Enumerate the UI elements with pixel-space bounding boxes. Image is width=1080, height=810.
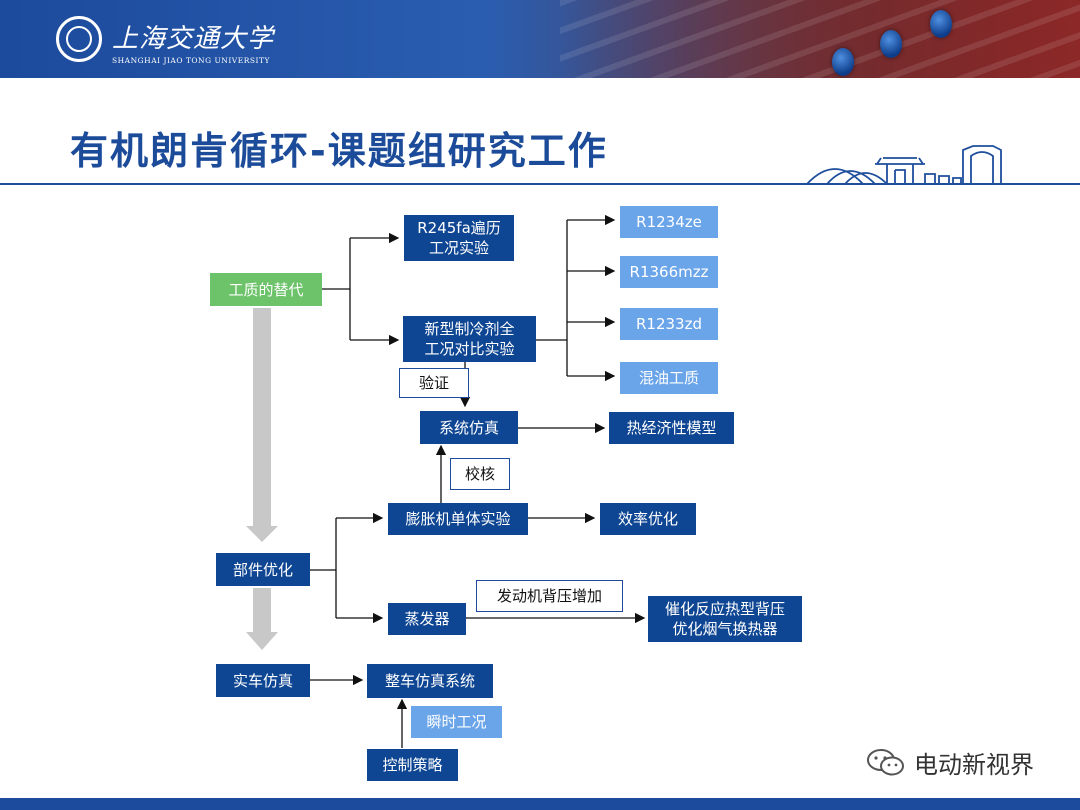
node-evaporator: 蒸发器	[388, 603, 466, 635]
roof-decoration	[560, 0, 1080, 78]
slide-title: 有机朗肯循环-课题组研究工作	[70, 129, 608, 173]
node-transient-condition: 瞬时工况	[411, 706, 502, 738]
node-thermo-economic-model: 热经济性模型	[609, 412, 734, 444]
campus-outline-icon	[806, 145, 1002, 185]
node-efficiency-optimization: 效率优化	[600, 503, 696, 535]
node-new-refrigerant-experiment: 新型制冷剂全 工况对比实验	[403, 316, 536, 362]
wechat-icon	[867, 748, 904, 775]
node-r1366mzz: R1366mzz	[620, 256, 718, 288]
footer-bar	[0, 798, 1080, 810]
gray-flow-arrow	[246, 308, 278, 542]
node-r245fa-experiment: R245fa遍历 工况实验	[404, 215, 514, 261]
node-oil-mixture: 混油工质	[620, 362, 718, 394]
watermark: 电动新视界	[866, 745, 1034, 780]
label-verify: 验证	[399, 368, 469, 398]
label-engine-backpressure: 发动机背压增加	[476, 580, 623, 612]
node-component-optimization: 部件优化	[216, 553, 310, 586]
lantern-icon	[832, 48, 854, 76]
node-whole-vehicle-system: 整车仿真系统	[367, 664, 493, 698]
university-logo-icon	[56, 16, 102, 62]
node-system-simulation: 系统仿真	[420, 411, 518, 444]
watermark-text: 电动新视界	[914, 751, 1034, 779]
node-expander-test: 膨胀机单体实验	[388, 503, 528, 535]
lantern-icon	[880, 30, 902, 58]
header-banner: 上海交通大学 SHANGHAI JIAO TONG UNIVERSITY	[0, 0, 1080, 78]
node-vehicle-simulation: 实车仿真	[216, 664, 310, 697]
label-calibrate: 校核	[450, 458, 510, 490]
node-catalytic-heat-exchanger: 催化反应热型背压 优化烟气换热器	[648, 596, 802, 642]
node-r1234ze: R1234ze	[620, 206, 718, 238]
node-r1233zd: R1233zd	[620, 308, 718, 340]
gray-flow-arrow	[246, 588, 278, 650]
university-name: 上海交通大学	[112, 24, 275, 54]
node-control-strategy: 控制策略	[367, 749, 458, 781]
university-name-en: SHANGHAI JIAO TONG UNIVERSITY	[112, 56, 270, 65]
lantern-icon	[930, 10, 952, 38]
title-divider	[0, 183, 1080, 185]
node-working-fluid: 工质的替代	[210, 273, 322, 306]
